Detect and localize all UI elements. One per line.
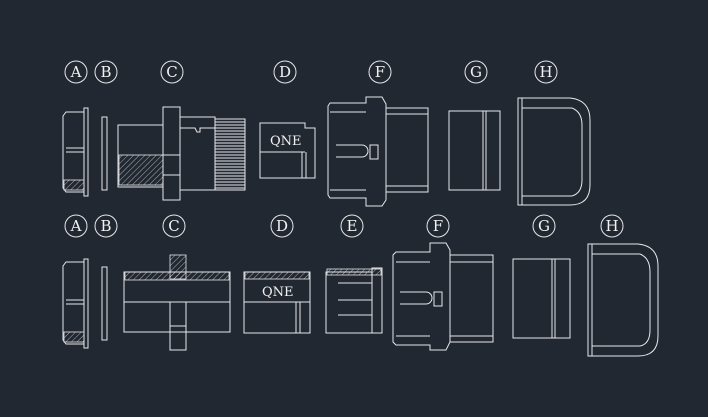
bottom-part-c-body: [123, 254, 231, 351]
svg-text:D: D: [279, 63, 291, 81]
bottom-part-e-claw: [325, 267, 383, 334]
svg-text:H: H: [539, 63, 552, 81]
top-part-b-washer: [101, 116, 108, 191]
label-c: C: [162, 214, 186, 238]
svg-text:G: G: [538, 217, 550, 235]
label-g: G: [464, 60, 488, 84]
top-part-d-seal: QNE: [259, 122, 316, 179]
top-part-g-claw: [448, 110, 501, 191]
label-b: B: [94, 214, 118, 238]
bottom-part-f-body: [392, 242, 494, 351]
label-a: A: [64, 60, 88, 84]
bottom-part-h-cap-nut: [587, 243, 659, 357]
top-row-labels: A B C D F G H: [64, 60, 558, 84]
bottom-part-a-sealing-nut: [62, 258, 89, 349]
label-a: A: [64, 214, 88, 238]
bottom-part-d-seal: QNE: [243, 271, 311, 334]
label-d: D: [270, 214, 294, 238]
bottom-part-b-washer: [101, 266, 108, 341]
brand-text: QNE: [262, 285, 294, 300]
svg-text:C: C: [166, 63, 177, 81]
label-f: F: [426, 214, 450, 238]
svg-text:B: B: [100, 63, 111, 81]
svg-text:A: A: [70, 217, 82, 235]
svg-text:B: B: [100, 217, 111, 235]
brand-text: QNE: [270, 134, 302, 149]
label-h: H: [534, 60, 558, 84]
label-b: B: [94, 60, 118, 84]
svg-text:A: A: [70, 63, 82, 81]
svg-text:D: D: [276, 217, 288, 235]
svg-text:E: E: [347, 217, 358, 235]
top-part-f-body: [327, 96, 429, 207]
label-d: D: [273, 60, 297, 84]
svg-text:C: C: [168, 217, 179, 235]
svg-text:F: F: [375, 63, 385, 81]
svg-text:F: F: [433, 217, 443, 235]
label-f: F: [368, 60, 392, 84]
svg-text:G: G: [470, 63, 482, 81]
svg-text:H: H: [605, 217, 618, 235]
top-part-h-cap-nut: [517, 97, 591, 206]
label-c: C: [160, 60, 184, 84]
bottom-part-g-claw: [512, 258, 571, 339]
label-e: E: [340, 214, 364, 238]
bottom-row-labels: A B C D E F G H: [64, 214, 624, 238]
label-h: H: [600, 214, 624, 238]
top-part-c-body: [117, 106, 246, 201]
label-g: G: [532, 214, 556, 238]
top-part-a-sealing-nut: [62, 107, 89, 197]
